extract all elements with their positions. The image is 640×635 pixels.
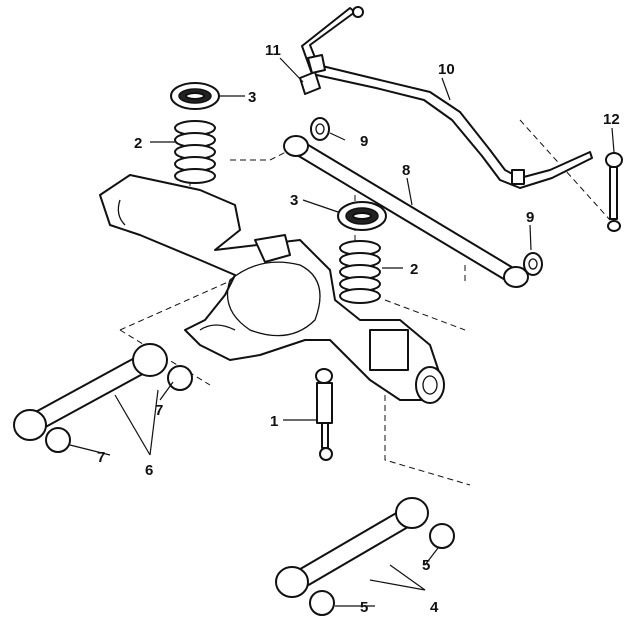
callout-5-lower: 5 [360, 599, 368, 616]
coil-spring-right [339, 240, 381, 304]
stabilizer-bracket [299, 54, 326, 95]
leader-lines [69, 57, 615, 607]
shock-absorber [315, 368, 333, 461]
callout-labels: 1 2 2 3 3 4 5 5 6 7 7 8 9 9 10 11 12 [97, 42, 620, 616]
lower-arm-bushing-5a [429, 523, 455, 549]
callout-7-upper: 7 [155, 402, 163, 419]
lower-control-arm [275, 497, 429, 598]
rear-axle-housing [99, 174, 445, 404]
callout-1: 1 [270, 413, 278, 430]
upper-arm-bushing-7a [167, 365, 193, 391]
callout-3-left: 3 [248, 89, 256, 106]
callout-2-left: 2 [134, 135, 142, 152]
callout-2-right: 2 [410, 261, 418, 278]
callout-9-upper: 9 [360, 133, 368, 150]
callout-3-right: 3 [290, 192, 298, 209]
callout-11: 11 [265, 42, 281, 59]
callout-7-lower: 7 [97, 449, 105, 466]
stabilizer-bar [301, 6, 593, 189]
upper-control-arm [13, 343, 168, 441]
lateral-rod [283, 135, 529, 288]
bushing-upper [310, 117, 330, 141]
lower-arm-bushing-5b [309, 590, 335, 616]
spring-seat-left [170, 82, 220, 110]
callout-12: 12 [603, 111, 620, 128]
callout-6: 6 [145, 462, 153, 479]
callout-4: 4 [430, 599, 439, 616]
stabilizer-link [605, 152, 623, 232]
coil-spring-left [174, 120, 216, 184]
upper-arm-bushing-7b [45, 427, 71, 453]
bushing-lower [523, 252, 543, 276]
callout-8: 8 [402, 162, 410, 179]
callout-9-lower: 9 [526, 209, 534, 226]
callout-5-upper: 5 [422, 557, 430, 574]
callout-10: 10 [438, 61, 455, 78]
spring-seat-right [337, 201, 387, 231]
